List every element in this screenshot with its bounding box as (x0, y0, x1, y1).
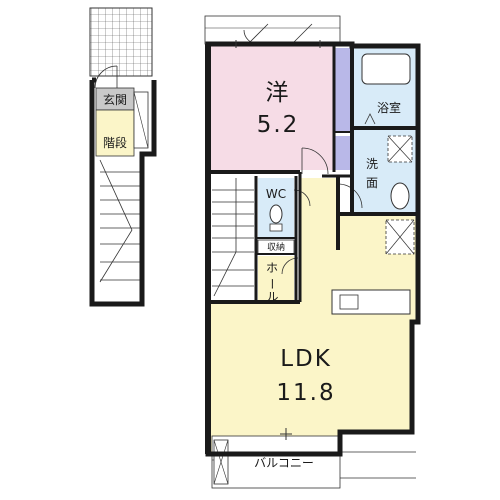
toilet (269, 204, 283, 224)
main-floor: 洋 5.2 LDK 11.8 浴室 洗 面 WC 収納 ホ ール バルコニー (204, 15, 421, 489)
ldk-size: 11.8 (276, 380, 335, 406)
entrance-floor: 玄関 階段 (89, 7, 157, 307)
western-room (208, 46, 334, 170)
washroom-label-bottom: 面 (366, 176, 378, 190)
entrance-stairs (99, 159, 140, 283)
bottom-balcony (211, 435, 341, 489)
bath-label: 浴室 (377, 100, 401, 115)
top-balcony (204, 15, 341, 45)
ldk-name: LDK (280, 346, 332, 372)
western-closet (334, 48, 350, 132)
stairs-label-area (95, 109, 135, 157)
hall-area (258, 256, 294, 302)
western-closet-2 (334, 136, 350, 170)
stairs-label: 階段 (103, 135, 127, 150)
outer-walls (205, 41, 421, 457)
bathtub (361, 53, 411, 85)
ldk-room (208, 178, 416, 452)
interior-walls (208, 46, 416, 304)
main-stairs-steps (212, 178, 254, 297)
windows (235, 40, 321, 440)
western-room-name: 洋 (266, 80, 291, 106)
western-room-size: 5.2 (257, 112, 300, 138)
storage-label: 収納 (267, 241, 285, 253)
hall-label-bottom: ール (265, 278, 279, 302)
balcony-label: バルコニー (254, 456, 314, 470)
entrance-door-swing (94, 65, 118, 89)
washroom-label-top: 洗 (366, 157, 378, 171)
wc-label: WC (266, 187, 286, 201)
wash-basin (390, 182, 410, 210)
entrance-walls (89, 80, 157, 307)
bath-door-mark (364, 113, 376, 125)
entrance-terrace (89, 7, 153, 77)
genkan-label: 玄関 (103, 92, 127, 107)
kitchen-sink (339, 294, 359, 310)
toilet-tank (269, 223, 283, 232)
hall-label-top: ホ (266, 261, 278, 275)
